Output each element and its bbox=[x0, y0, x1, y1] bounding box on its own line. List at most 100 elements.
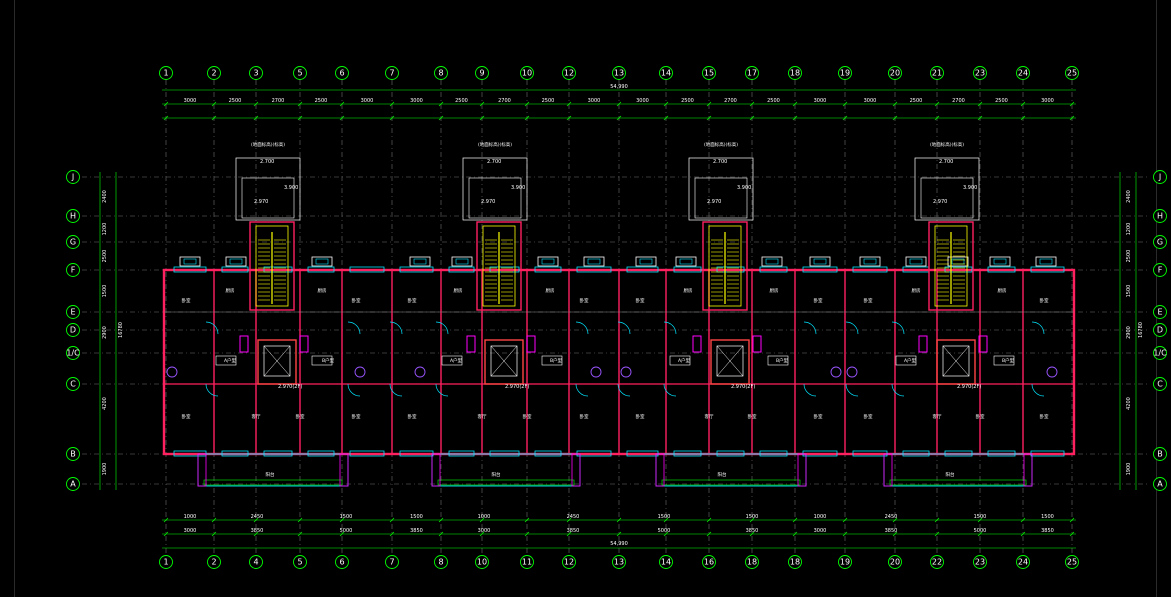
dim-tick bbox=[438, 101, 444, 107]
grid-bubble-bottom bbox=[1065, 555, 1079, 569]
dim-tick bbox=[663, 517, 669, 523]
grid-label-top: 7 bbox=[389, 69, 394, 78]
roof-window-box bbox=[1035, 256, 1057, 267]
fixture-circle bbox=[846, 366, 858, 378]
grid-label-bottom: 18 bbox=[747, 558, 757, 567]
dim-tick bbox=[211, 115, 217, 121]
dim-text-bottom-outer: 3850 bbox=[746, 528, 759, 534]
dim-tick bbox=[253, 101, 259, 107]
roof-window-inner bbox=[679, 258, 693, 265]
room-label: 卧室 bbox=[408, 413, 417, 420]
dim-text-top: 3000 bbox=[814, 98, 827, 104]
dim-tick bbox=[1069, 115, 1075, 121]
roof-window-inner bbox=[765, 258, 779, 265]
dim-text-bottom-inner: 1000 bbox=[478, 514, 491, 520]
windows bbox=[173, 256, 1065, 457]
dim-tick bbox=[616, 101, 622, 107]
grid-bubble-left bbox=[66, 346, 80, 360]
pavilion-label: (地面标高)(标高) bbox=[930, 141, 964, 148]
grid-bubble-top bbox=[385, 66, 399, 80]
elevator-car bbox=[716, 345, 744, 377]
stair-shaft-wall bbox=[249, 221, 295, 311]
dim-text-top: 3000 bbox=[410, 98, 423, 104]
grid-bubble-top bbox=[562, 66, 576, 80]
grid-bubble-top bbox=[207, 66, 221, 80]
shaft-duct bbox=[978, 335, 988, 353]
dim-tick bbox=[706, 101, 712, 107]
door-swing bbox=[803, 321, 817, 335]
window-north bbox=[626, 266, 659, 273]
pavilion-outline bbox=[235, 157, 301, 221]
level-mark: 2.970 bbox=[933, 199, 947, 205]
room-label: 卧室 bbox=[748, 413, 757, 420]
stair-outline bbox=[934, 225, 968, 307]
door-swing bbox=[891, 383, 905, 397]
dim-text-bottom-inner: 1000 bbox=[184, 514, 197, 520]
roof-window-box bbox=[409, 256, 431, 267]
axis-lines bbox=[82, 80, 1150, 555]
room-label: 卧室 bbox=[976, 413, 985, 420]
grid-label-right: A bbox=[1157, 480, 1163, 489]
elevator-shaft bbox=[710, 339, 750, 385]
dim-tick bbox=[524, 115, 530, 121]
grid-label-right: E bbox=[1157, 308, 1162, 317]
grid-label-top: 17 bbox=[747, 69, 757, 78]
dim-text-bottom-inner: 2450 bbox=[251, 514, 264, 520]
balcony-end-left bbox=[655, 453, 665, 487]
door-swing bbox=[575, 321, 589, 335]
dim-tick bbox=[1020, 101, 1026, 107]
roof-window-inner bbox=[587, 258, 601, 265]
dim-tick bbox=[616, 531, 622, 537]
elevator-shaft bbox=[257, 339, 297, 385]
grid-label-top: 6 bbox=[339, 69, 344, 78]
grid-bubble-top bbox=[788, 66, 802, 80]
door-swing bbox=[617, 321, 631, 335]
elevator-car bbox=[490, 345, 518, 377]
door-swing bbox=[891, 321, 905, 335]
dim-tick bbox=[892, 517, 898, 523]
door-swing bbox=[347, 321, 361, 335]
grid-bubble-top bbox=[293, 66, 307, 80]
elevator-cross bbox=[490, 345, 518, 377]
elevator-level: 2.970(2F) bbox=[505, 384, 529, 390]
balcony-end-left bbox=[431, 453, 441, 487]
pavilion-label: (地面标高)(标高) bbox=[251, 141, 285, 148]
balcony-end-left bbox=[197, 453, 207, 487]
dim-tick bbox=[977, 517, 983, 523]
grid-bubble-bottom bbox=[838, 555, 852, 569]
window-north bbox=[576, 266, 612, 273]
grid-label-bottom: 5 bbox=[297, 558, 302, 567]
window-south bbox=[307, 450, 335, 457]
grid-label-bottom: 24 bbox=[1018, 558, 1028, 567]
elevator-car bbox=[263, 345, 291, 377]
door-swing bbox=[617, 383, 631, 397]
grid-label-bottom: 22 bbox=[932, 558, 942, 567]
room-label: 卧室 bbox=[864, 297, 873, 304]
window-south bbox=[852, 450, 888, 457]
roof-window-inner bbox=[183, 258, 197, 265]
grid-label-top: 19 bbox=[840, 69, 850, 78]
grid-bubble-bottom bbox=[475, 555, 489, 569]
dim-tick bbox=[566, 531, 572, 537]
dim-tick bbox=[389, 115, 395, 121]
fixture-circle bbox=[830, 366, 842, 378]
grid-bubble-top bbox=[838, 66, 852, 80]
room-label: B户型 bbox=[550, 357, 563, 364]
grid-bubble-bottom bbox=[888, 555, 902, 569]
room-label: 厨房 bbox=[770, 287, 779, 294]
grid-bubble-left bbox=[66, 263, 80, 277]
stair-outline bbox=[708, 225, 742, 307]
dim-tick bbox=[211, 101, 217, 107]
dim-text-top: 2500 bbox=[995, 98, 1008, 104]
dim-text-left: 2500 bbox=[102, 250, 108, 263]
grid-bubble-bottom bbox=[973, 555, 987, 569]
walls bbox=[162, 268, 1076, 456]
room-label: B户型 bbox=[776, 357, 789, 364]
grid-label-top: 23 bbox=[975, 69, 985, 78]
grid-bubble-top bbox=[1016, 66, 1030, 80]
room-label: 卧室 bbox=[523, 413, 532, 420]
room-label: A户型 bbox=[904, 357, 917, 364]
elevator-car bbox=[942, 345, 970, 377]
